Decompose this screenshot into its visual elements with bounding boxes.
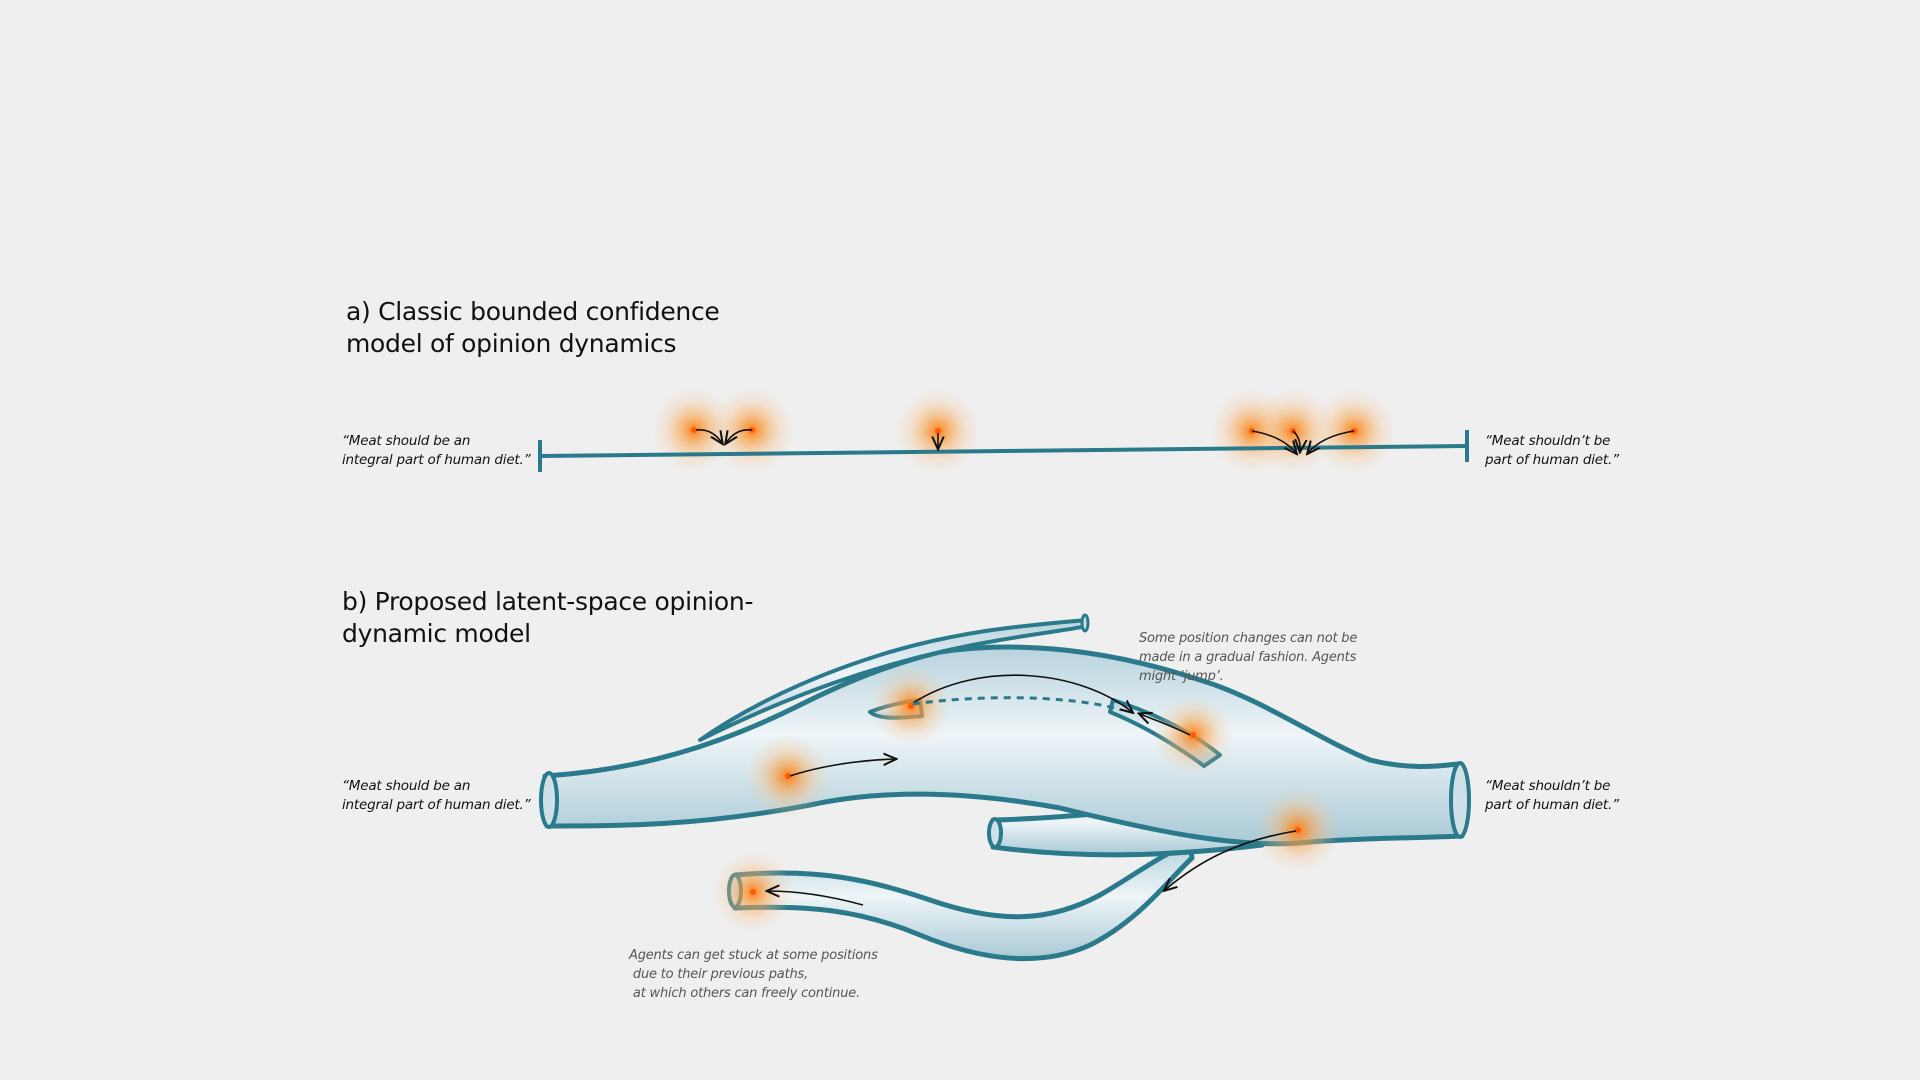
movement-arrow bbox=[1251, 430, 1296, 453]
panel-b-right-pole-label: “Meat shouldn’t be part of human diet.” bbox=[1485, 777, 1619, 815]
agent bbox=[691, 427, 697, 433]
tube-opening-left bbox=[539, 771, 559, 829]
agent bbox=[1190, 732, 1196, 738]
agent bbox=[1295, 827, 1301, 833]
quote-line: integral part of human diet.” bbox=[342, 797, 531, 813]
note-line: might ‘jump’. bbox=[1139, 669, 1224, 684]
quote-line: “Meat shouldn’t be bbox=[1485, 778, 1611, 794]
stuck-annotation: Agents can get stuck at some positions d… bbox=[629, 946, 878, 1003]
quote-line: “Meat shouldn’t be bbox=[1485, 433, 1611, 449]
panel-b-title-line: b) Proposed latent-space opinion- bbox=[342, 587, 754, 616]
agent bbox=[750, 889, 756, 895]
note-line: Some position changes can not be bbox=[1139, 631, 1358, 646]
tube-opening-upper bbox=[1080, 613, 1090, 633]
opinion-tube-lower bbox=[732, 843, 1195, 962]
panel-a-title-line: a) Classic bounded confidence bbox=[346, 297, 720, 326]
agent bbox=[935, 428, 941, 434]
agent bbox=[785, 773, 791, 779]
jump-arrow bbox=[912, 674, 1132, 712]
tube-opening-middle bbox=[987, 817, 1003, 849]
movement-arrow bbox=[789, 759, 895, 777]
panel-a-axis bbox=[538, 388, 1469, 473]
movement-arrow bbox=[1165, 830, 1297, 890]
movement-arrow bbox=[768, 891, 864, 906]
note-line: at which others can freely continue. bbox=[629, 986, 860, 1001]
quote-line: part of human diet.” bbox=[1485, 797, 1619, 813]
note-line: made in a gradual fashion. Agents bbox=[1139, 650, 1357, 665]
movement-arrow bbox=[1292, 430, 1300, 451]
panel-a-right-pole-label: “Meat shouldn’t be part of human diet.” bbox=[1485, 432, 1619, 470]
note-line: Agents can get stuck at some positions bbox=[629, 948, 878, 963]
note-line: due to their previous paths, bbox=[629, 967, 809, 982]
quote-line: part of human diet.” bbox=[1485, 452, 1619, 468]
movement-arrow bbox=[1140, 714, 1191, 736]
tube-opening-right bbox=[1449, 761, 1471, 839]
panel-b-title: b) Proposed latent-space opinion- dynami… bbox=[342, 586, 753, 650]
panel-a-title-line: model of opinion dynamics bbox=[346, 329, 677, 358]
movement-arrow bbox=[1308, 430, 1355, 453]
panel-b-left-pole-label: “Meat should be an integral part of huma… bbox=[342, 777, 531, 815]
quote-line: “Meat should be an bbox=[342, 778, 471, 794]
quote-line: “Meat should be an bbox=[342, 433, 471, 449]
panel-b-title-line: dynamic model bbox=[342, 619, 531, 648]
panel-a-title: a) Classic bounded confidence model of o… bbox=[346, 296, 720, 360]
jump-annotation: Some position changes can not be made in… bbox=[1139, 629, 1357, 686]
gradual-path-dashed bbox=[912, 696, 1116, 710]
quote-line: integral part of human diet.” bbox=[342, 452, 531, 468]
movement-arrow bbox=[726, 428, 753, 443]
panel-a-left-pole-label: “Meat should be an integral part of huma… bbox=[342, 432, 531, 470]
movement-arrow bbox=[695, 428, 722, 443]
panel-b-latent-space bbox=[539, 613, 1471, 962]
agent bbox=[908, 703, 914, 709]
